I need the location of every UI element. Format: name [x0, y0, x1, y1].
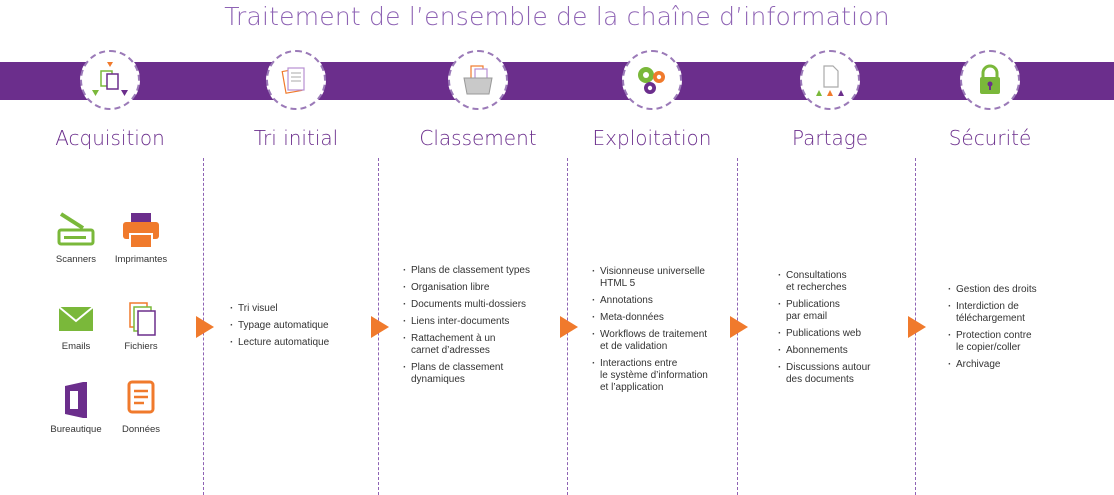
acquisition-item-bureautique: Bureautique	[41, 380, 111, 435]
list-item: Archivage	[948, 359, 1088, 371]
arrow-icon	[730, 316, 748, 338]
process-band	[0, 62, 1114, 100]
stage-title-securite: Sécurité	[948, 126, 1032, 150]
acquisition-item-imprimantes: Imprimantes	[106, 210, 176, 265]
tri-initial-list: Tri visuelTypage automatiqueLecture auto…	[230, 303, 370, 354]
list-item: Interactions entre le système d’informat…	[592, 358, 732, 394]
page-title: Traitement de l’ensemble de la chaîne d’…	[224, 2, 890, 31]
list-item: Plans de classement types	[403, 265, 553, 277]
partage-list: Consultations et recherchesPublications …	[778, 270, 908, 391]
scanner-icon	[57, 212, 95, 246]
stage-title-exploitation: Exploitation	[592, 126, 712, 150]
acquisition-item-donnees: Données	[106, 380, 176, 435]
arrow-icon	[371, 316, 389, 338]
printer-icon	[123, 213, 159, 249]
classement-list: Plans de classement typesOrganisation li…	[403, 265, 553, 391]
list-item: Rattachement à un carnet d’adresses	[403, 333, 553, 357]
arrow-icon	[196, 316, 214, 338]
list-item: Meta-données	[592, 312, 732, 324]
acquisition-label: Bureautique	[50, 424, 102, 435]
arrow-icon	[560, 316, 578, 338]
list-item: Documents multi-dossiers	[403, 299, 553, 311]
list-item: Tri visuel	[230, 303, 370, 315]
stage-title-classement: Classement	[419, 126, 537, 150]
list-item: Lecture automatique	[230, 337, 370, 349]
stage-badge-partage	[800, 50, 860, 110]
share-document-icon	[816, 65, 844, 96]
documents-icon	[92, 62, 128, 96]
list-item: Consultations et recherches	[778, 270, 908, 294]
gears-icon	[638, 67, 665, 94]
list-item: Liens inter-documents	[403, 316, 553, 328]
list-item: Protection contre le copier/coller	[948, 330, 1088, 354]
list-item: Typage automatique	[230, 320, 370, 332]
list-item: Interdiction de téléchargement	[948, 301, 1088, 325]
list-item: Abonnements	[778, 345, 908, 357]
folder-icon	[463, 65, 493, 95]
padlock-icon	[980, 64, 1000, 94]
acquisition-label: Emails	[61, 341, 91, 352]
stage-badge-exploitation	[622, 50, 682, 110]
list-item: Publications web	[778, 328, 908, 340]
data-icon	[127, 380, 155, 414]
stage-title-acquisition: Acquisition	[55, 126, 165, 150]
stage-title-partage: Partage	[791, 126, 869, 150]
documents-stack-icon	[281, 67, 305, 94]
list-item: Plans de classement dynamiques	[403, 362, 553, 386]
list-item: Publications par email	[778, 299, 908, 323]
acquisition-label: Fichiers	[124, 341, 158, 352]
list-item: Gestion des droits	[948, 284, 1088, 296]
list-item: Organisation libre	[403, 282, 553, 294]
securite-list: Gestion des droitsInterdiction de téléch…	[948, 284, 1088, 376]
email-icon	[58, 306, 94, 331]
files-icon	[129, 302, 156, 336]
acquisition-item-scanners: Scanners	[41, 210, 111, 265]
stage-badge-acquisition	[80, 50, 140, 110]
list-item: Workflows de traitement et de validation	[592, 329, 732, 353]
acquisition-label: Données	[121, 424, 161, 435]
acquisition-item-fichiers: Fichiers	[106, 301, 176, 352]
acquisition-label: Scanners	[55, 254, 97, 265]
list-item: Discussions autour des documents	[778, 362, 908, 386]
list-item: Visionneuse universelle HTML 5	[592, 266, 732, 290]
stage-badge-classement	[448, 50, 508, 110]
stage-badge-tri-initial	[266, 50, 326, 110]
acquisition-item-emails: Emails	[41, 301, 111, 352]
arrow-icon	[908, 316, 926, 338]
stage-title-tri-initial: Tri initial	[253, 126, 339, 150]
list-item: Annotations	[592, 295, 732, 307]
acquisition-label: Imprimantes	[114, 254, 168, 265]
office-icon	[65, 382, 87, 418]
stage-badge-securite	[960, 50, 1020, 110]
exploitation-list: Visionneuse universelle HTML 5 Annotation…	[592, 266, 732, 399]
